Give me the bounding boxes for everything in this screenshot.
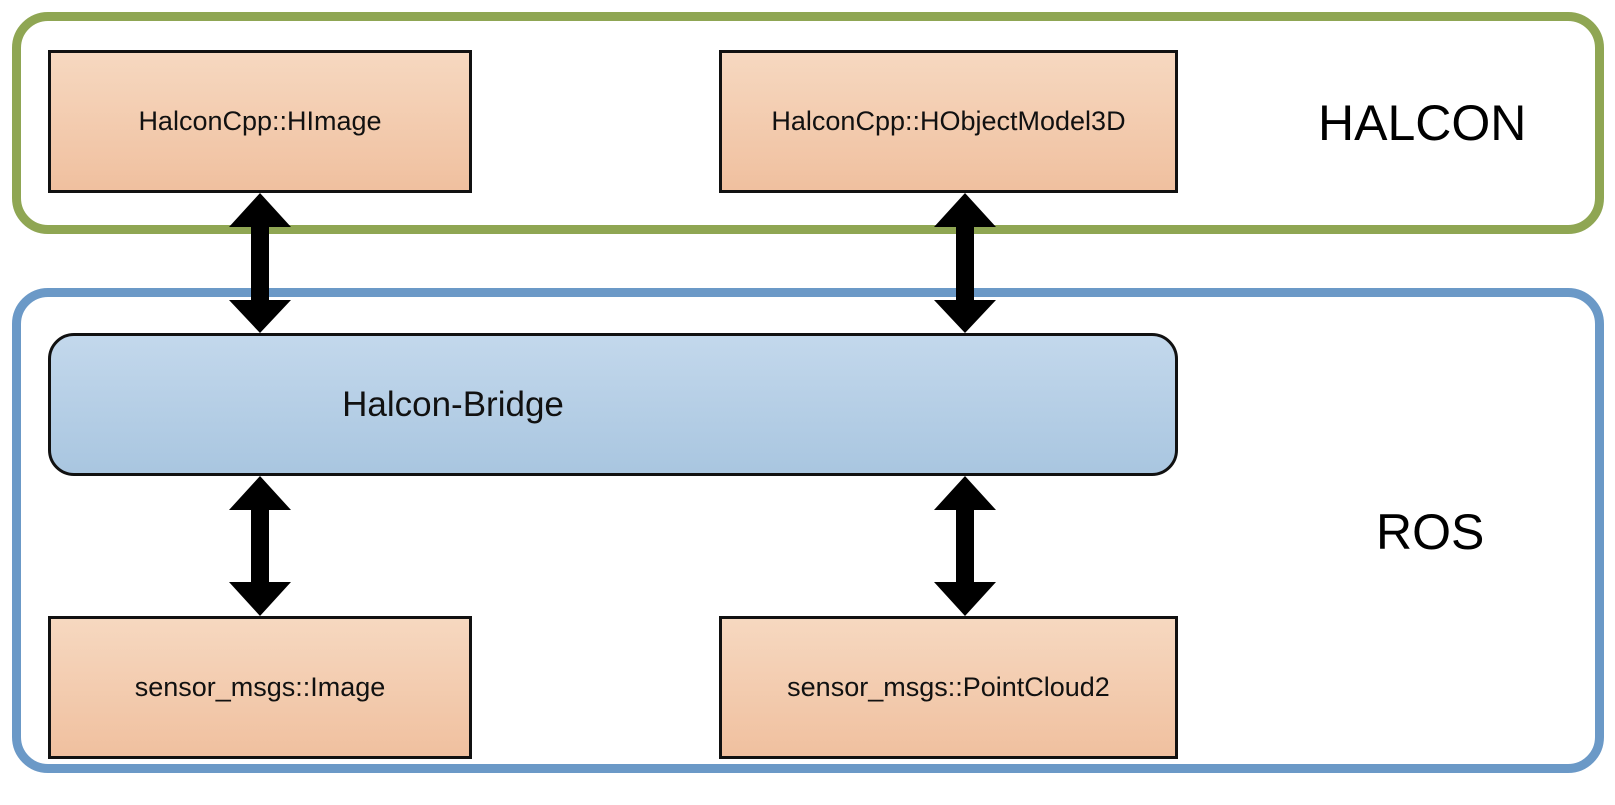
node-label: sensor_msgs::PointCloud2 xyxy=(787,672,1110,702)
node-label: sensor_msgs::Image xyxy=(134,672,386,702)
node-halcon-bridge: Halcon-Bridge xyxy=(48,333,1178,476)
node-halcon-himage: HalconCpp::HImage xyxy=(48,50,472,193)
halcon-region-label: HALCON xyxy=(1318,95,1527,151)
node-label: HalconCpp::HObjectModel3D xyxy=(771,106,1126,136)
node-sensor-msgs-pointcloud2: sensor_msgs::PointCloud2 xyxy=(719,616,1178,759)
ros-region-label: ROS xyxy=(1376,504,1485,560)
node-label: HalconCpp::HImage xyxy=(138,106,382,136)
node-sensor-msgs-image: sensor_msgs::Image xyxy=(48,616,472,759)
node-halcon-hobjectmodel3d: HalconCpp::HObjectModel3D xyxy=(719,50,1178,193)
node-label: Halcon-Bridge xyxy=(342,384,564,424)
